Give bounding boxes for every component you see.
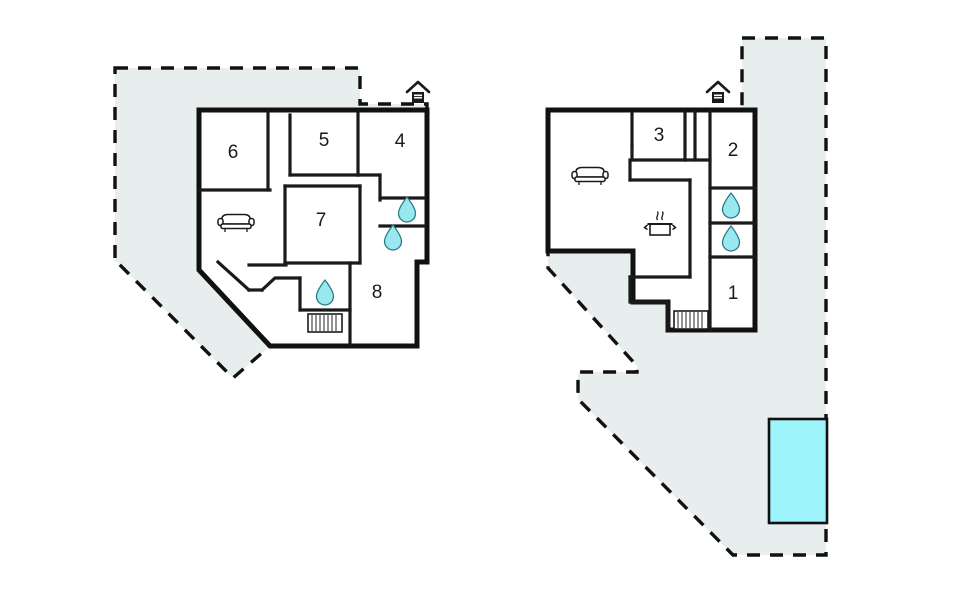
room-label-2: 2 <box>728 140 739 161</box>
room-label-7: 7 <box>316 210 327 231</box>
staircase-icon <box>673 310 709 330</box>
room-label-3: 3 <box>654 125 665 146</box>
house-entrance-icon <box>405 80 431 105</box>
staircase-icon <box>307 313 343 333</box>
floor-plan-right: 3 2 1 <box>545 36 829 557</box>
interior-walls-right <box>628 110 757 332</box>
building-outline-left <box>196 107 430 349</box>
house-entrance-icon <box>705 80 731 105</box>
room-label-5: 5 <box>319 130 330 151</box>
room-label-6: 6 <box>228 142 239 163</box>
room-label-8: 8 <box>372 282 383 303</box>
interior-walls-left <box>198 110 427 347</box>
room-labels-left: 6 5 4 7 8 <box>228 130 406 303</box>
room-label-4: 4 <box>395 131 406 152</box>
swimming-pool <box>767 417 829 525</box>
room-labels-right: 3 2 1 <box>654 125 739 304</box>
room-label-1: 1 <box>728 283 739 304</box>
floor-plan-left: 6 5 4 7 8 <box>113 66 431 381</box>
